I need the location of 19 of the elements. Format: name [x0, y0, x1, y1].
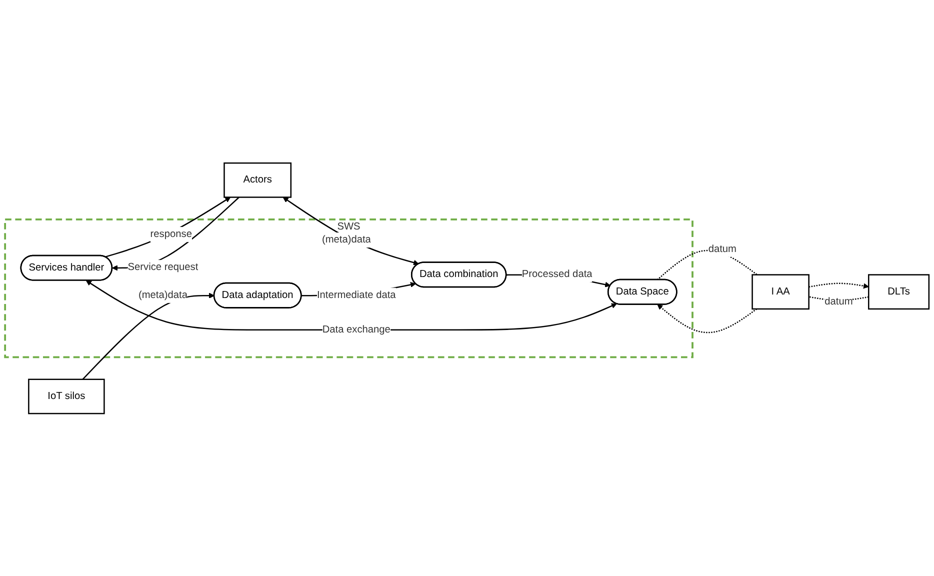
- arrow: [657, 304, 758, 333]
- node-box: IoT silos: [28, 378, 105, 414]
- node-box: I AA: [752, 274, 810, 310]
- arrow: [82, 292, 215, 380]
- edge-label: Processed data: [522, 268, 592, 280]
- edge-label: datum: [824, 296, 853, 307]
- node-box: Actors: [224, 162, 292, 198]
- arrow: [104, 196, 231, 258]
- edge-label: (meta)data: [322, 234, 371, 245]
- arrow: [112, 196, 240, 270]
- arrow: [282, 196, 419, 265]
- arrow: [808, 282, 869, 288]
- edge-label: datum: [708, 243, 736, 254]
- edge-label: (meta)data: [138, 289, 188, 300]
- edge-label: Service request: [128, 261, 198, 272]
- edge-label: response: [150, 228, 192, 240]
- edge-label: Data exchange: [322, 324, 390, 335]
- edge-label: Intermediate data: [316, 289, 396, 300]
- node-box: DLTs: [868, 274, 930, 310]
